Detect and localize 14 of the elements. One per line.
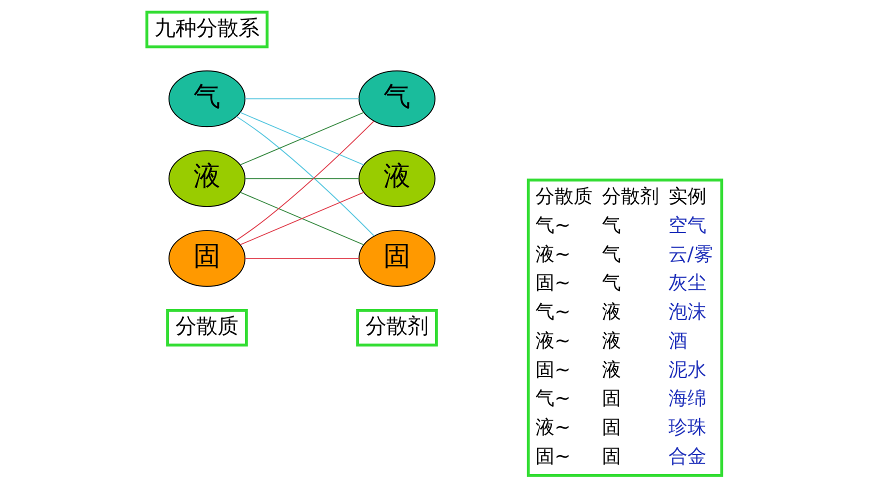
node-ellipse: 固 — [358, 230, 436, 287]
node-box: 分散质 分散剂 实例 气~ 气 空气 液~ 气 云/雾 固~ 气 灰尘 气~ 液 泡沫 液~ 液 酒 固~ 液 泥水 气~ 固 海绵 液~ 固 珍珠 固~ 固 合金 — [526, 178, 724, 477]
connector — [244, 178, 360, 180]
node-ellipse: 液 — [358, 150, 436, 207]
connector — [244, 258, 360, 259]
node-ellipse: 液 — [168, 150, 246, 207]
node-box: 九种分散系 — [145, 10, 269, 48]
node-box: 分散质 — [166, 308, 248, 346]
node-box: 分散剂 — [356, 308, 438, 346]
node-ellipse: 固 — [168, 230, 246, 287]
node-ellipse: 气 — [168, 70, 246, 128]
connector — [244, 98, 360, 100]
node-ellipse: 气 — [358, 70, 436, 128]
connector — [240, 192, 364, 246]
